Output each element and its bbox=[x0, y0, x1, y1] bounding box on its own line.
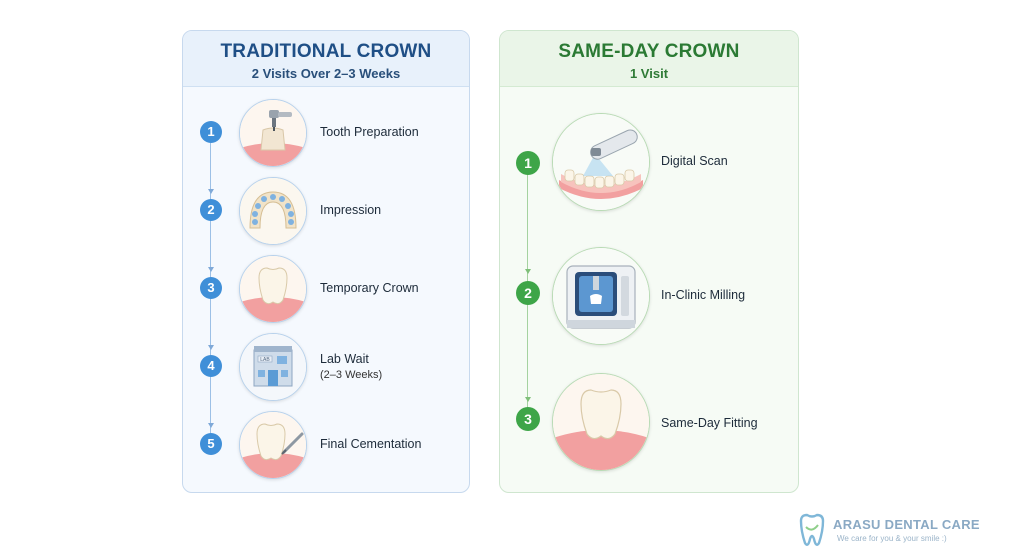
brand-name: ARASU DENTAL CARE bbox=[833, 517, 980, 532]
timeline-arrow bbox=[525, 397, 531, 402]
timeline-arrow bbox=[208, 423, 214, 428]
same-day-header: SAME-DAY CROWN 1 Visit bbox=[500, 31, 798, 87]
step-label: Lab Wait (2–3 Weeks) bbox=[320, 351, 382, 383]
timeline-arrow bbox=[525, 269, 531, 274]
temporary-crown-icon bbox=[239, 255, 307, 323]
brand-watermark: ARASU DENTAL CARE We care for you & your… bbox=[797, 511, 997, 551]
final-cementation-icon bbox=[239, 411, 307, 479]
step-number-badge: 4 bbox=[200, 355, 222, 377]
step-label: Digital Scan bbox=[661, 154, 728, 168]
step-label-duration: (2–3 Weeks) bbox=[320, 369, 383, 381]
traditional-crown-panel: TRADITIONAL CROWN 2 Visits Over 2–3 Week… bbox=[182, 30, 470, 493]
traditional-subtitle: 2 Visits Over 2–3 Weeks bbox=[251, 66, 401, 81]
tooth-preparation-icon bbox=[239, 99, 307, 167]
tooth-logo-icon bbox=[799, 513, 825, 546]
step-number-badge: 1 bbox=[516, 151, 540, 175]
step-number-badge: 2 bbox=[516, 281, 540, 305]
timeline-arrow bbox=[208, 345, 214, 350]
step-label: Tooth Preparation bbox=[320, 125, 419, 139]
step-number-badge: 3 bbox=[516, 407, 540, 431]
step-number-badge: 1 bbox=[200, 121, 222, 143]
timeline-arrow bbox=[208, 189, 214, 194]
step-label-main: Lab Wait bbox=[320, 352, 369, 366]
timeline-arrow bbox=[208, 267, 214, 272]
brand-tagline: We care for you & your smile :) bbox=[837, 534, 947, 543]
step-label: Temporary Crown bbox=[320, 281, 419, 295]
step-number-badge: 3 bbox=[200, 277, 222, 299]
same-day-fitting-icon bbox=[552, 373, 650, 471]
same-day-title: SAME-DAY CROWN bbox=[558, 41, 740, 62]
step-label: Same-Day Fitting bbox=[661, 416, 758, 430]
step-label: Final Cementation bbox=[320, 437, 422, 451]
step-number-badge: 5 bbox=[200, 433, 222, 455]
step-label: In-Clinic Milling bbox=[661, 288, 746, 302]
dental-lab-building-icon: LAB bbox=[239, 333, 307, 401]
traditional-title: TRADITIONAL CROWN bbox=[220, 41, 432, 62]
step-number-badge: 2 bbox=[200, 199, 222, 221]
digital-scan-icon bbox=[552, 113, 650, 211]
same-day-crown-panel: SAME-DAY CROWN 1 Visit 1 bbox=[499, 30, 799, 493]
step-label: Impression bbox=[320, 203, 382, 217]
lab-sign-text: LAB bbox=[260, 357, 270, 363]
same-day-subtitle: 1 Visit bbox=[629, 66, 669, 81]
impression-tray-icon bbox=[239, 177, 307, 245]
traditional-header: TRADITIONAL CROWN 2 Visits Over 2–3 Week… bbox=[183, 31, 469, 87]
milling-machine-icon bbox=[552, 247, 650, 345]
